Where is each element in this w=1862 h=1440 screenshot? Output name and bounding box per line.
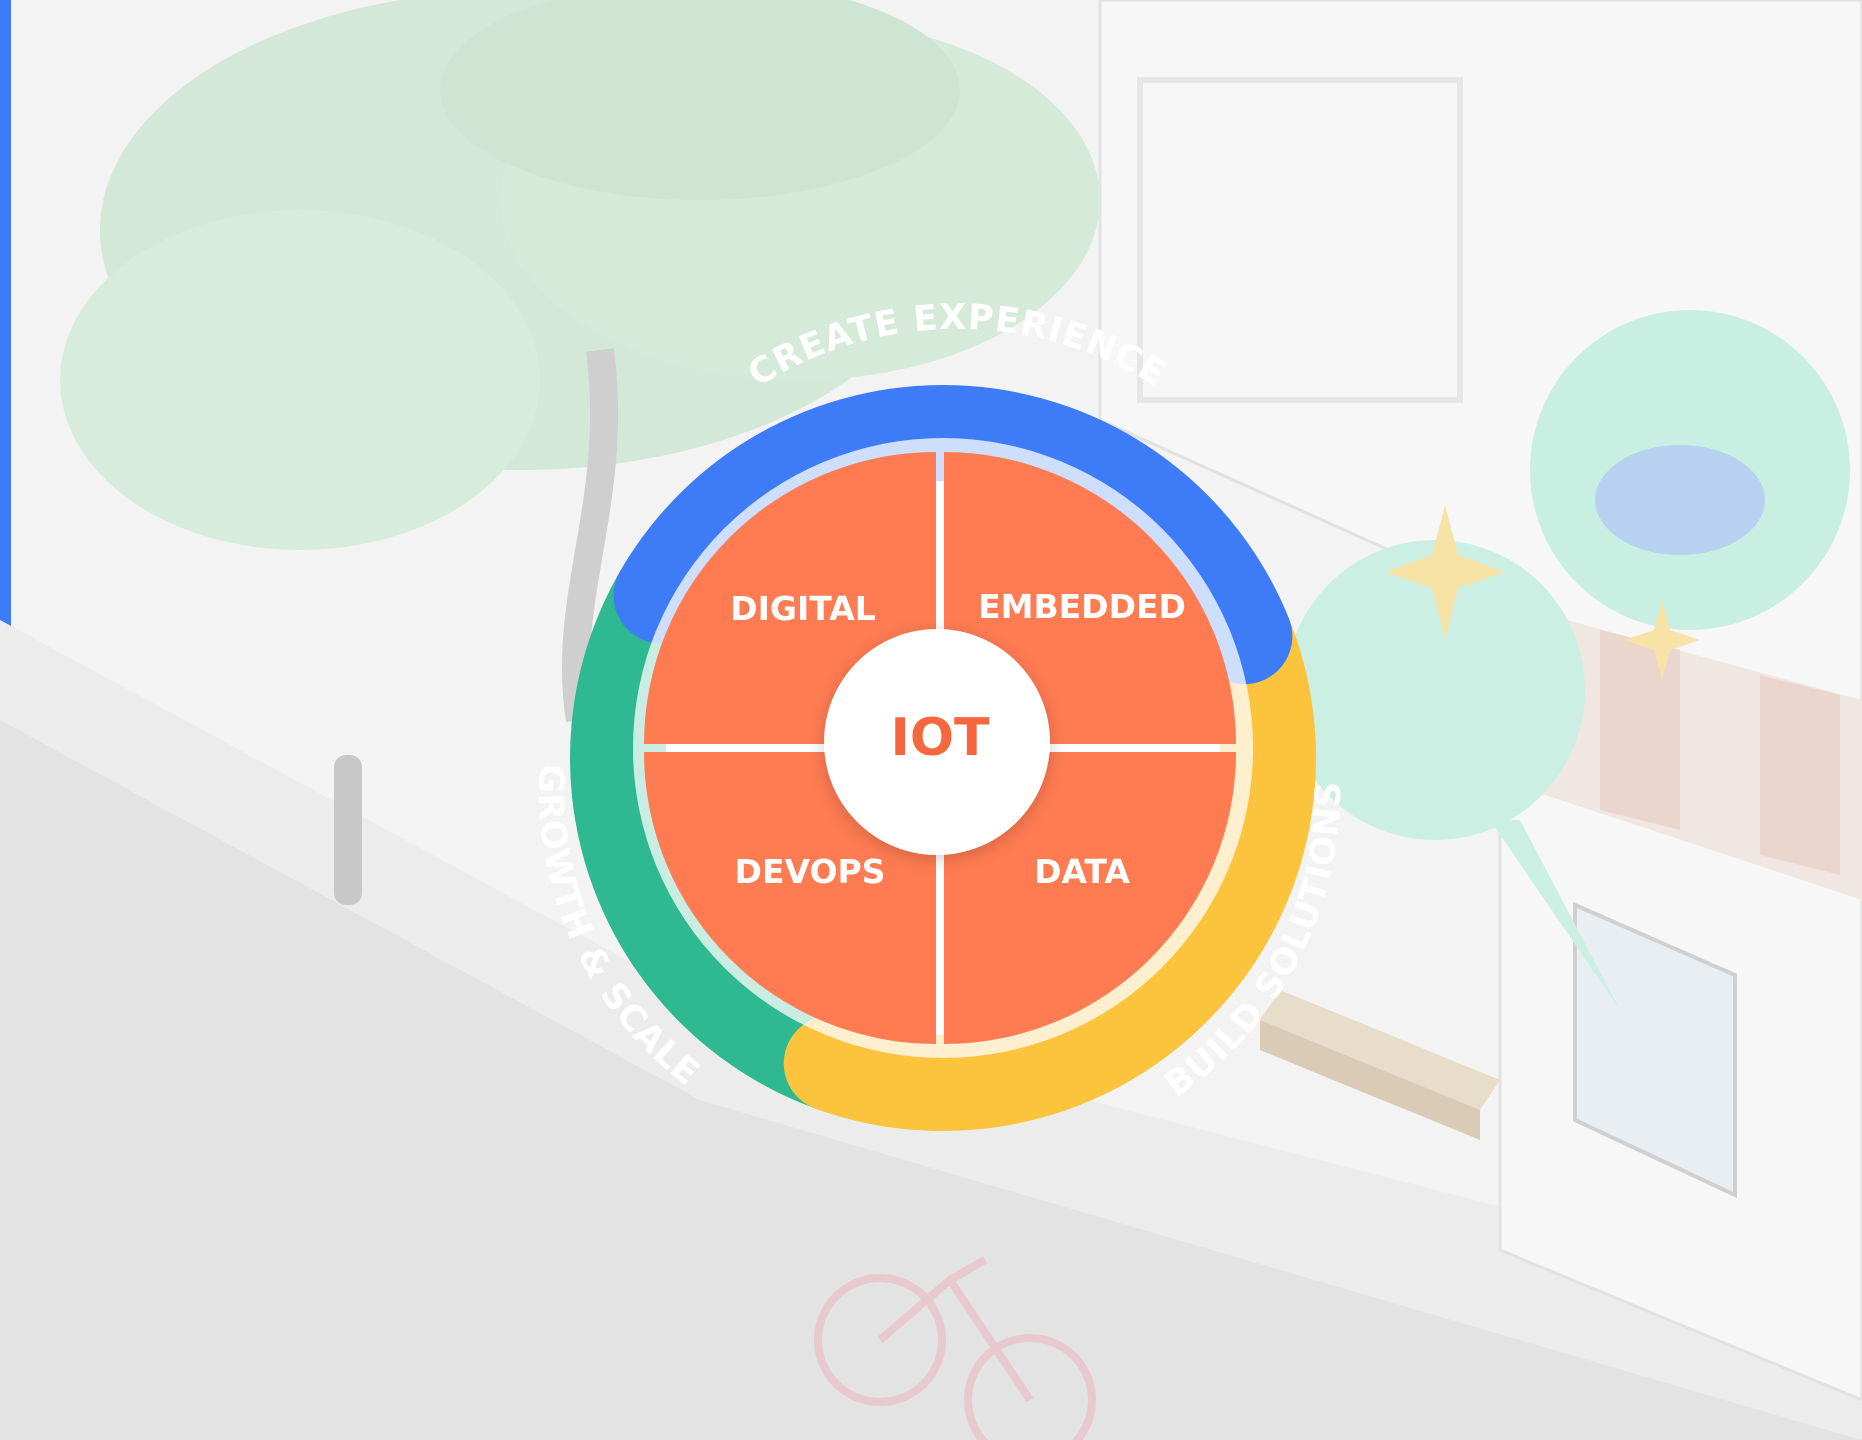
sparkle-icon: [1385, 505, 1700, 680]
awning-icon: [1530, 610, 1862, 900]
road-icon: [0, 700, 1862, 1440]
center-circle: [824, 629, 1050, 855]
center-label-iot: IOT: [890, 708, 990, 768]
ring-segment-build-solutions-cap: [783, 1015, 963, 1130]
quadrant-label-embedded: EMBEDDED: [978, 587, 1186, 626]
sign-board-icon: [1573, 901, 1737, 1199]
ring-segment-create-experience: [613, 385, 1293, 685]
sidewalk-icon: [0, 620, 1862, 1440]
bollard-icon: [334, 755, 362, 905]
quadrant-label-data: DATA: [1034, 852, 1130, 891]
bluetooth-speech-bubble-icon: [1285, 310, 1850, 1010]
tree-icon: [60, 0, 1100, 723]
bench-icon: [1260, 990, 1500, 1140]
ring: [570, 385, 1316, 1131]
quadrant-label-digital: DIGITAL: [730, 589, 876, 628]
ring-label-create-experience: CREATE EXPERIENCE: [742, 298, 1173, 395]
bicycle-icon: [814, 1256, 1096, 1440]
window-icon: [1137, 77, 1463, 403]
quadrant-label-devops: DEVOPS: [735, 852, 886, 891]
quadrant-data: [944, 752, 1236, 1044]
